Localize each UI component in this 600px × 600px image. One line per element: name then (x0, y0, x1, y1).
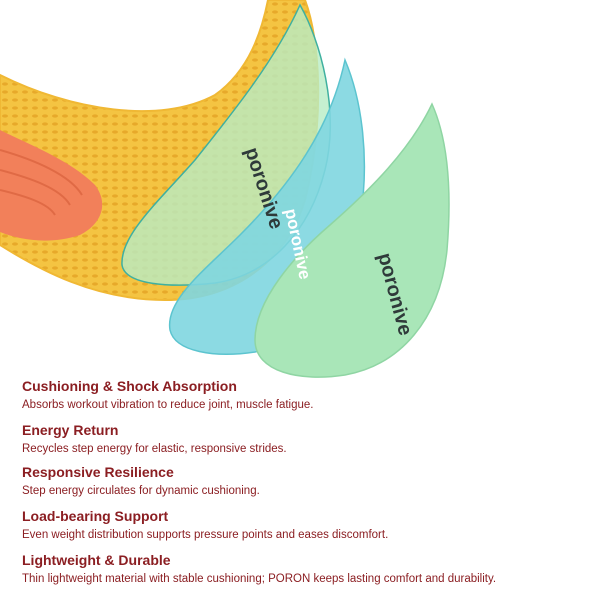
feature-title: Load-bearing Support (22, 508, 169, 524)
feature-title: Cushioning & Shock Absorption (22, 378, 237, 394)
insole-illustration: poronive poronive poronive (0, 0, 450, 378)
feature-title: Responsive Resilience (22, 464, 174, 480)
pad-green (254, 102, 450, 378)
feature-lightweight-durable: Lightweight & Durable Thin lightweight m… (22, 552, 582, 587)
feature-energy-return: Energy Return Recycles step energy for e… (22, 422, 582, 457)
feature-description: Absorbs workout vibration to reduce join… (22, 399, 314, 411)
feature-description: Recycles step energy for elastic, respon… (22, 443, 287, 455)
feature-responsive-resilience: Responsive Resilience Step energy circul… (22, 464, 582, 499)
feature-description: Thin lightweight material with stable cu… (22, 573, 497, 585)
feature-title: Lightweight & Durable (22, 552, 171, 568)
feature-title: Energy Return (22, 422, 119, 438)
heel-contour-lines (0, 149, 83, 216)
feature-cushioning: Cushioning & Shock Absorption Absorbs wo… (22, 378, 582, 413)
feature-description: Even weight distribution supports pressu… (22, 529, 389, 541)
brand-suffix: ive (291, 254, 314, 281)
feature-load-bearing: Load-bearing Support Even weight distrib… (22, 508, 582, 543)
feature-description: Step energy circulates for dynamic cushi… (22, 485, 260, 497)
